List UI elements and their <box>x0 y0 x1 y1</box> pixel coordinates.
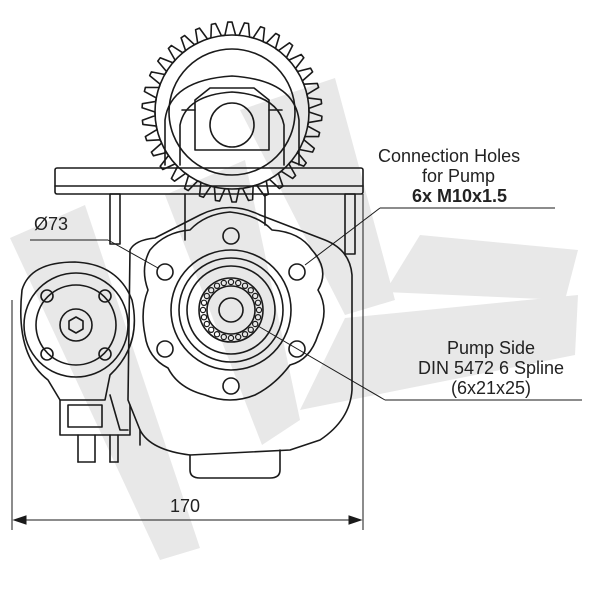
top-gear <box>141 21 323 203</box>
connection-holes <box>156 227 306 395</box>
spline-roller <box>200 314 208 321</box>
spline-roller <box>254 314 262 321</box>
diameter-label: Ø73 <box>34 214 69 234</box>
connection-holes-title: Connection Holes <box>378 146 521 166</box>
watermark-logo <box>10 78 578 560</box>
spline-roller <box>220 279 227 287</box>
connection-holes-callout: Connection Holes for Pump 6x M10x1.5 <box>378 146 521 206</box>
spline-roller <box>241 331 249 338</box>
spline-roller <box>241 282 249 289</box>
spline-roller <box>220 333 227 341</box>
spline-roller <box>227 334 235 342</box>
dimension-lines <box>11 194 582 530</box>
spline-roller <box>247 287 254 294</box>
spline-roller <box>227 278 235 286</box>
connection-holes-spec: 6x M10x1.5 <box>412 185 508 206</box>
pump-flange-face <box>142 211 325 401</box>
spline-roller <box>199 306 207 314</box>
spline-roller <box>200 299 208 306</box>
spline-roller <box>203 292 210 300</box>
pump-side-callout: Pump Side DIN 5472 6 Spline (6x21x25) <box>404 338 578 398</box>
mounting-flange <box>54 167 364 255</box>
connection-holes-subtitle: for Pump <box>422 165 496 186</box>
pump-side-standard: DIN 5472 6 Spline <box>417 357 565 378</box>
spline-roller <box>213 282 221 289</box>
spline-roller <box>207 326 215 333</box>
pump-side-title: Pump Side <box>446 338 536 358</box>
width-dimension-label: 170 <box>170 496 201 516</box>
spline-roller <box>234 333 242 341</box>
spline-roller <box>213 331 221 338</box>
spline-roller <box>255 306 263 314</box>
spline-roller <box>203 320 210 328</box>
auxiliary-flange <box>19 261 136 463</box>
spline-roller <box>251 320 259 328</box>
spline-roller <box>247 326 254 333</box>
spline-roller <box>251 292 259 300</box>
pump-side-spline-spec: (6x21x25) <box>450 377 532 398</box>
spline-roller <box>254 299 262 306</box>
pump-housing <box>109 206 353 479</box>
spline-roller <box>234 279 242 287</box>
spline-roller <box>207 287 215 294</box>
